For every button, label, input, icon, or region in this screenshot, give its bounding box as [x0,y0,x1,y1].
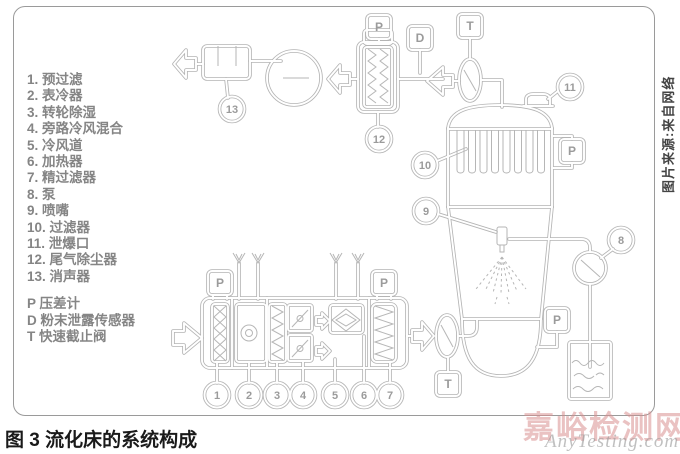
legend: 1. 预过滤 2. 表冷器 3. 转轮除湿 4. 旁路冷风混合 5. 冷风道 6… [27,72,177,346]
legend-abbreviations: P 压差计 D 粉末泄露传感器 T 快速截止阀 [27,296,177,346]
watermark-english: AnyTesting.com [545,431,680,452]
watermark-chinese: 嘉峪检测网 [523,410,680,445]
callout-9: 9 [423,206,429,218]
pressure-gauge-label: P [375,20,383,34]
callout-10: 10 [419,160,431,172]
pipe-network-outline [171,12,636,410]
legend-item: 11. 泄爆口 [27,236,90,252]
pressure-gauge-label: P [216,276,224,290]
dust-leak-sensor-label: D [416,31,425,45]
legend-item: 10. 过滤器 [27,219,91,235]
callout-5: 5 [332,390,338,402]
legend-item: 7. 精过滤器 [27,170,97,186]
callout-13: 13 [226,104,238,116]
callout-3: 3 [274,390,280,402]
legend-item: 3. 转轮除湿 [27,104,97,120]
legend-item: 5. 冷风道 [27,137,83,153]
legend-abbr-item: P 压差计 [27,296,81,312]
legend-item: 2. 表冷器 [27,88,83,104]
legend-item: 12. 尾气除尘器 [27,252,118,268]
legend-abbr-item: T 快速截止阀 [27,329,107,345]
legend-item: 9. 喷嘴 [27,203,70,219]
image-source-note: 图片来源:来自网络 [661,75,676,193]
legend-abbr-item: D 粉末泄露传感器 [27,312,135,328]
shutoff-valve-label: T [466,19,474,33]
callout-11: 11 [564,82,576,94]
callout-labels: 1 2 3 4 5 6 7 8 9 10 11 12 13 [214,82,624,402]
pressure-gauge-label: P [553,313,561,327]
figure-caption: 图 3 流化床的系统构成 [5,430,198,451]
callout-1: 1 [214,390,220,402]
pressure-gauge-label: P [380,276,388,290]
callout-7: 7 [387,390,393,402]
callout-6: 6 [361,390,367,402]
callout-8: 8 [618,235,624,247]
legend-item: 8. 泵 [27,186,56,202]
component-details [213,46,605,392]
legend-item: 13. 消声器 [27,268,91,284]
shutoff-valve-label: T [444,377,452,391]
sensor-labels: P D T P P P P T [216,19,576,391]
spray-droplets [475,256,527,305]
legend-item: 6. 加热器 [27,154,83,170]
legend-item: 1. 预过滤 [27,72,83,87]
callout-4: 4 [300,390,307,402]
pipe-network-inner [172,13,635,409]
callout-2: 2 [246,390,252,402]
legend-item: 4. 旁路冷风混合 [27,121,124,137]
callout-12: 12 [373,134,385,146]
pressure-gauge-label: P [568,144,576,158]
